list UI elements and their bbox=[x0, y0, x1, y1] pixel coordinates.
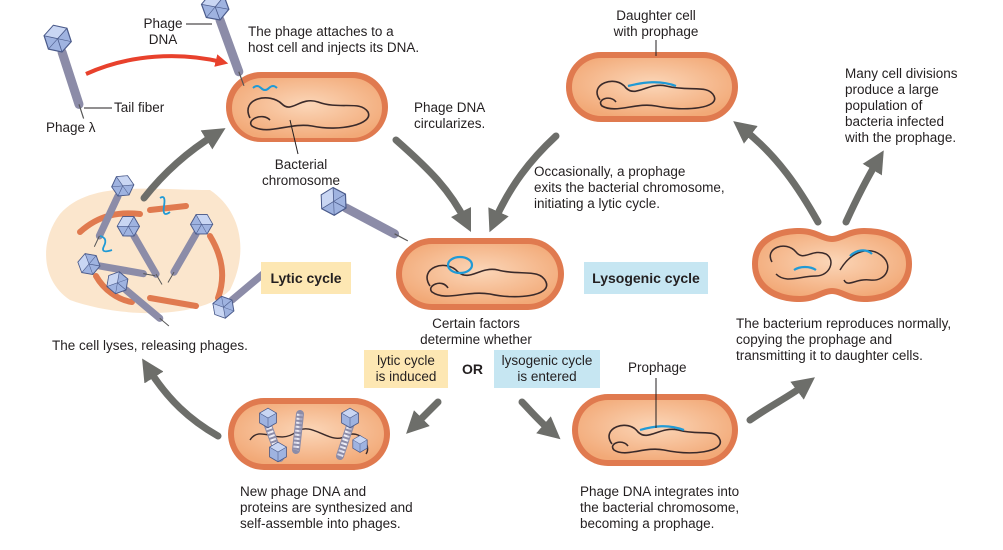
cycle-arrows bbox=[140, 121, 884, 440]
lytic-induced-badge: lytic cycle is induced bbox=[364, 350, 448, 388]
arrow-to-daughter bbox=[733, 121, 822, 226]
label-reproduces: The bacterium reproduces normally, copyi… bbox=[736, 316, 952, 363]
assembly-cell bbox=[228, 398, 390, 470]
label-tail-fiber: Tail fiber bbox=[114, 100, 165, 115]
prophage-cell bbox=[572, 394, 738, 466]
label-exit-prophage: Occasionally, a prophage exits the bacte… bbox=[534, 164, 725, 211]
arrow-to-division bbox=[746, 377, 815, 424]
label-cell-lyses: The cell lyses, releasing phages. bbox=[52, 338, 248, 353]
arrow-to-infection bbox=[140, 128, 226, 202]
label-bacterial-chromosome: Bacterial chromosome bbox=[261, 157, 341, 188]
label-or: OR bbox=[462, 361, 483, 377]
arrow-exit-lytic bbox=[488, 132, 560, 233]
lysis-burst bbox=[46, 172, 281, 334]
label-attach: The phage attaches to a host cell and in… bbox=[248, 24, 420, 55]
label-phage-dna: Phage DNA bbox=[143, 16, 183, 47]
infection-arrow bbox=[85, 54, 229, 76]
infected-cell bbox=[226, 72, 388, 142]
lysogenic-entered-badge: lysogenic cycle is entered bbox=[494, 350, 600, 388]
arrow-to-lysis bbox=[142, 358, 222, 440]
label-daughter-cell: Daughter cell with prophage bbox=[613, 8, 699, 39]
label-new-phage-dna: New phage DNA and proteins are synthesiz… bbox=[240, 484, 413, 531]
lysogenic-cycle-badge: Lysogenic cycle bbox=[584, 262, 708, 294]
label-certain-factors: Certain factors determine whether bbox=[420, 316, 532, 347]
chromosome-leader bbox=[289, 119, 299, 155]
label-circularizes: Phage DNA circularizes. bbox=[414, 100, 486, 131]
label-integrates: Phage DNA integrates into the bacterial … bbox=[580, 484, 740, 531]
arrow-to-center bbox=[392, 136, 472, 233]
arrow-to-population bbox=[842, 150, 884, 226]
center-cell bbox=[396, 238, 564, 310]
label-phage-lambda: Phage λ bbox=[46, 120, 96, 135]
label-many-divisions: Many cell divisions produce a large popu… bbox=[845, 66, 958, 145]
arrow-lysogenic-branch bbox=[518, 398, 561, 440]
arrow-lytic-branch bbox=[406, 398, 442, 434]
label-prophage: Prophage bbox=[628, 360, 687, 375]
free-phage-icon bbox=[316, 184, 414, 251]
daughter-cell bbox=[566, 52, 738, 122]
lytic-cycle-badge: Lytic cycle bbox=[261, 262, 351, 294]
dividing-cell bbox=[752, 228, 912, 302]
